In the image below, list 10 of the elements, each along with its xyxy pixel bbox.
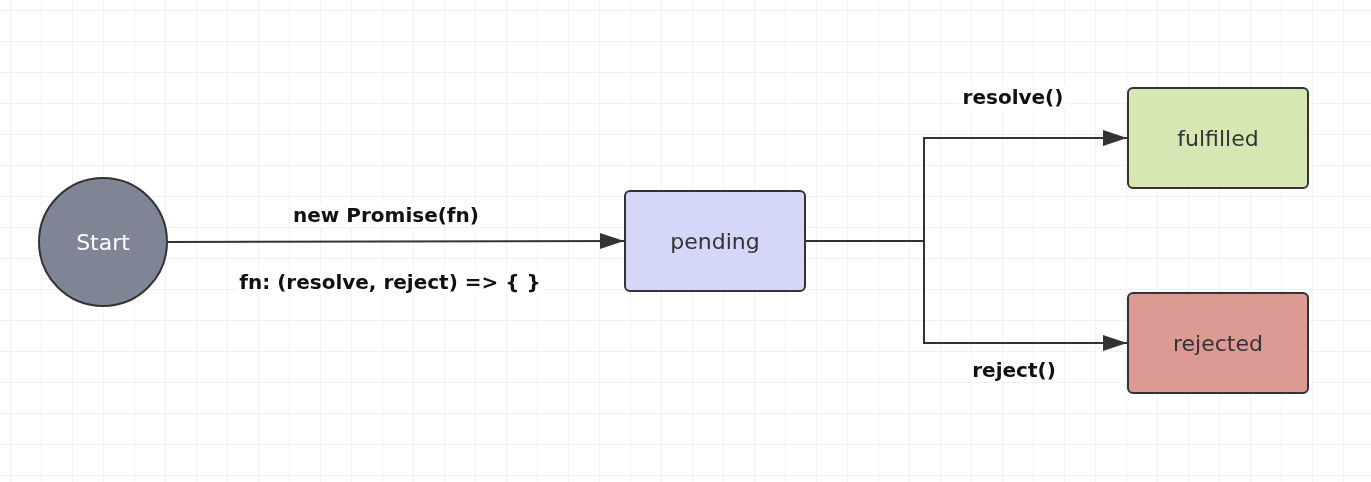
state-label: rejected bbox=[1173, 330, 1263, 356]
state-box bbox=[624, 190, 806, 292]
edge-label: resolve() bbox=[959, 85, 1067, 109]
state-box bbox=[1127, 87, 1309, 189]
state-label: fulfilled bbox=[1177, 125, 1259, 151]
state-box bbox=[1127, 292, 1309, 394]
callback-note: fn: (resolve, reject) => { } bbox=[236, 270, 544, 294]
arrow bbox=[167, 233, 625, 250]
state-label: Start bbox=[76, 229, 130, 255]
state-label: pending bbox=[670, 228, 760, 254]
